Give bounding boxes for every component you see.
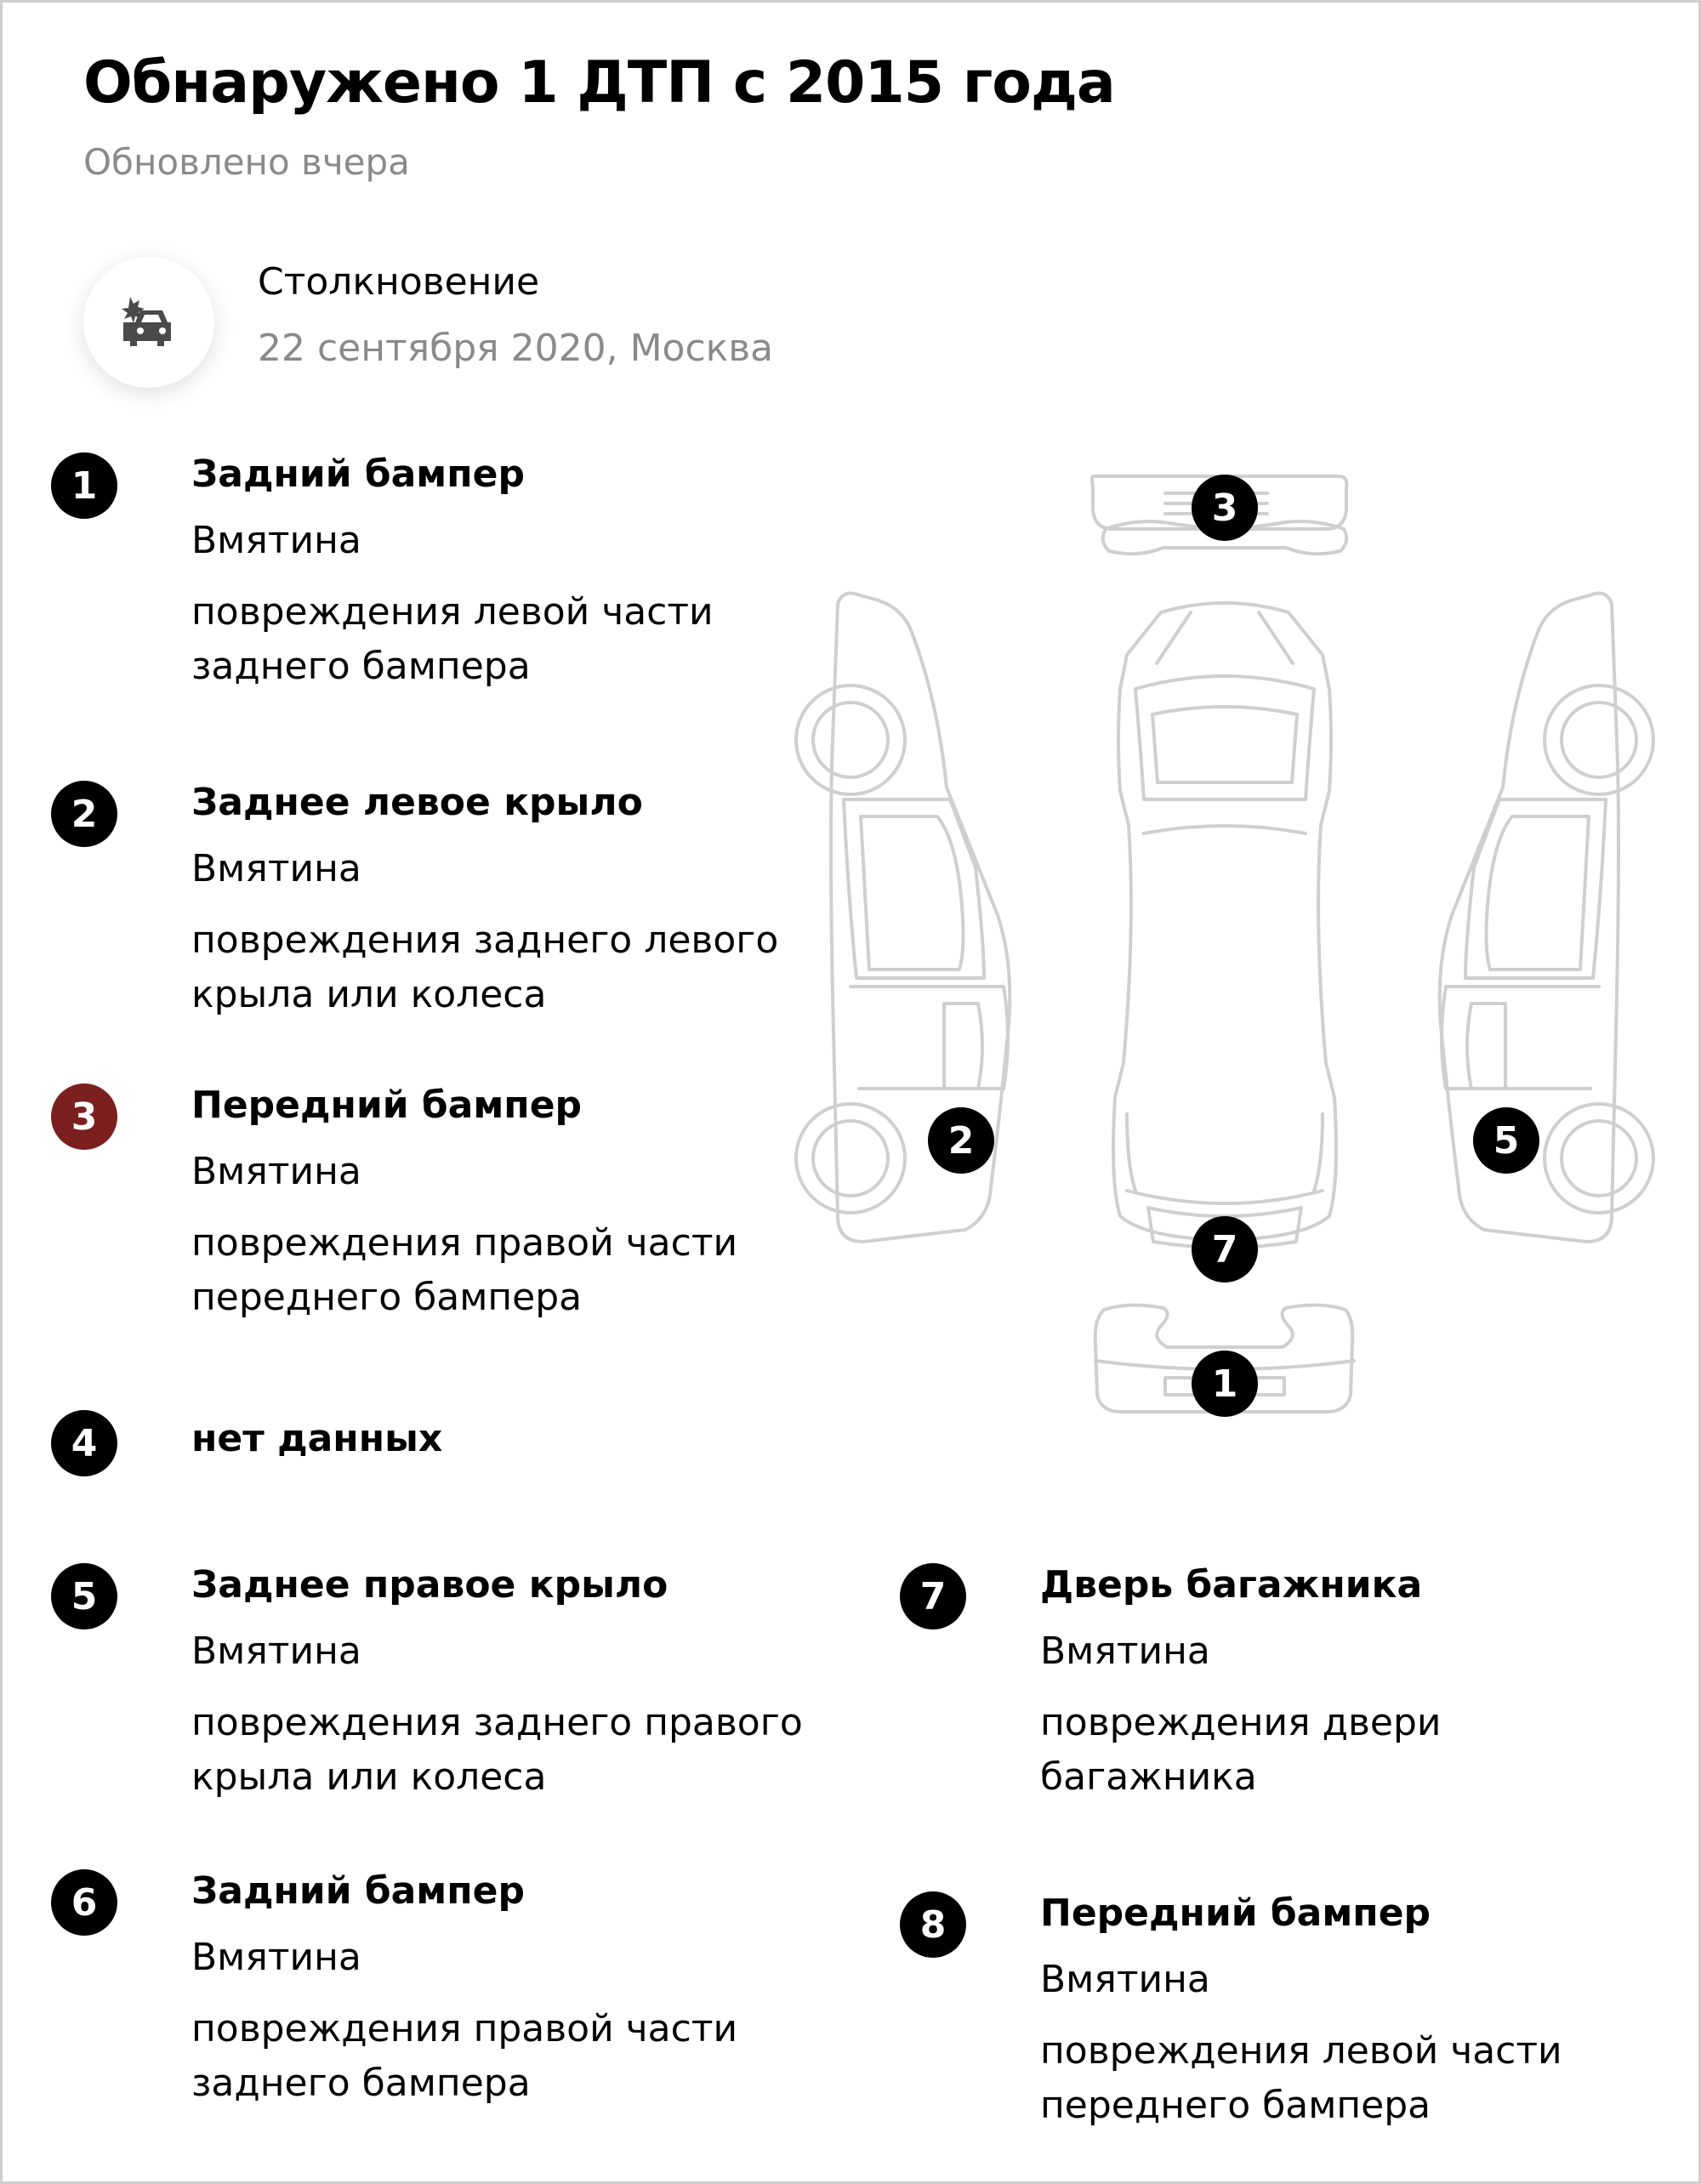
car-right-side-outline bbox=[1437, 591, 1655, 1243]
damage-number-badge[interactable]: 8 bbox=[900, 1891, 966, 1958]
damage-number-badge[interactable]: 6 bbox=[51, 1869, 117, 1936]
car-left-side-outline bbox=[794, 591, 1012, 1243]
damage-type: Вмятина bbox=[191, 1629, 361, 1673]
damage-item: 5 Заднее правое крыло Вмятина повреждени… bbox=[51, 1563, 816, 1818]
damage-number-badge-active[interactable]: 3 bbox=[51, 1083, 117, 1150]
diagram-marker[interactable]: 1 bbox=[1192, 1351, 1258, 1417]
damage-item: 4 нет данных bbox=[51, 1410, 816, 1495]
accident-date-place: 22 сентября 2020, Москва bbox=[258, 327, 774, 370]
damage-item: 8 Передний бампер Вмятина повреждения ле… bbox=[900, 1891, 1648, 2147]
damage-description: повреждения правой части переднего бампе… bbox=[191, 1221, 738, 1319]
damage-number-badge[interactable]: 7 bbox=[900, 1563, 966, 1629]
damage-item: 7 Дверь багажника Вмятина повреждения дв… bbox=[900, 1563, 1648, 1818]
accident-type: Столкновение bbox=[258, 260, 540, 304]
damage-description: повреждения заднего левого крыла или кол… bbox=[191, 919, 779, 1016]
damage-part: Заднее левое крыло bbox=[191, 781, 643, 824]
car-damage-diagram: 3 2 5 7 1 bbox=[791, 459, 1658, 1446]
damage-number-badge[interactable]: 1 bbox=[51, 452, 117, 519]
damage-type: Вмятина bbox=[191, 519, 361, 562]
damage-part: Задний бампер bbox=[191, 452, 525, 496]
car-top-view-outline bbox=[1112, 601, 1338, 1249]
damage-number-badge[interactable]: 4 bbox=[51, 1410, 117, 1476]
damage-item: 1 Задний бампер Вмятина повреждения лево… bbox=[51, 452, 816, 708]
damage-type: Вмятина bbox=[1040, 1629, 1210, 1673]
damage-number-badge[interactable]: 2 bbox=[51, 781, 117, 847]
damage-description: повреждения левой части заднего бампера bbox=[191, 590, 714, 688]
damage-part: Задний бампер bbox=[191, 1869, 525, 1913]
damage-description: повреждения двери багажника bbox=[1040, 1701, 1442, 1799]
damage-item: 2 Заднее левое крыло Вмятина повреждения… bbox=[51, 781, 816, 1036]
car-crash-icon bbox=[83, 257, 214, 388]
damage-part: Передний бампер bbox=[191, 1083, 583, 1127]
damage-part: нет данных bbox=[191, 1417, 443, 1460]
damage-item: 6 Задний бампер Вмятина повреждения прав… bbox=[51, 1869, 816, 2124]
damage-type: Вмятина bbox=[191, 847, 361, 890]
damage-description: повреждения правой части заднего бампера bbox=[191, 2007, 738, 2105]
damage-type: Вмятина bbox=[191, 1936, 361, 1979]
diagram-marker[interactable]: 7 bbox=[1192, 1216, 1258, 1283]
damage-number-badge[interactable]: 5 bbox=[51, 1563, 117, 1629]
damage-part: Дверь багажника bbox=[1040, 1563, 1423, 1607]
damage-description: повреждения заднего правого крыла или ко… bbox=[191, 1701, 803, 1799]
damage-item: 3 Передний бампер Вмятина повреждения пр… bbox=[51, 1083, 816, 1339]
diagram-marker[interactable]: 3 bbox=[1192, 475, 1258, 541]
diagram-marker[interactable]: 5 bbox=[1473, 1107, 1539, 1174]
page-title: Обнаружено 1 ДТП с 2015 года bbox=[83, 49, 1116, 117]
damage-description: повреждения левой части переднего бампер… bbox=[1040, 2029, 1562, 2127]
diagram-marker[interactable]: 2 bbox=[928, 1107, 994, 1174]
updated-label: Обновлено вчера bbox=[83, 141, 410, 183]
damage-part: Заднее правое крыло bbox=[191, 1563, 668, 1607]
damage-part: Передний бампер bbox=[1040, 1891, 1431, 1935]
damage-type: Вмятина bbox=[191, 1150, 361, 1193]
damage-type: Вмятина bbox=[1040, 1958, 1210, 2001]
